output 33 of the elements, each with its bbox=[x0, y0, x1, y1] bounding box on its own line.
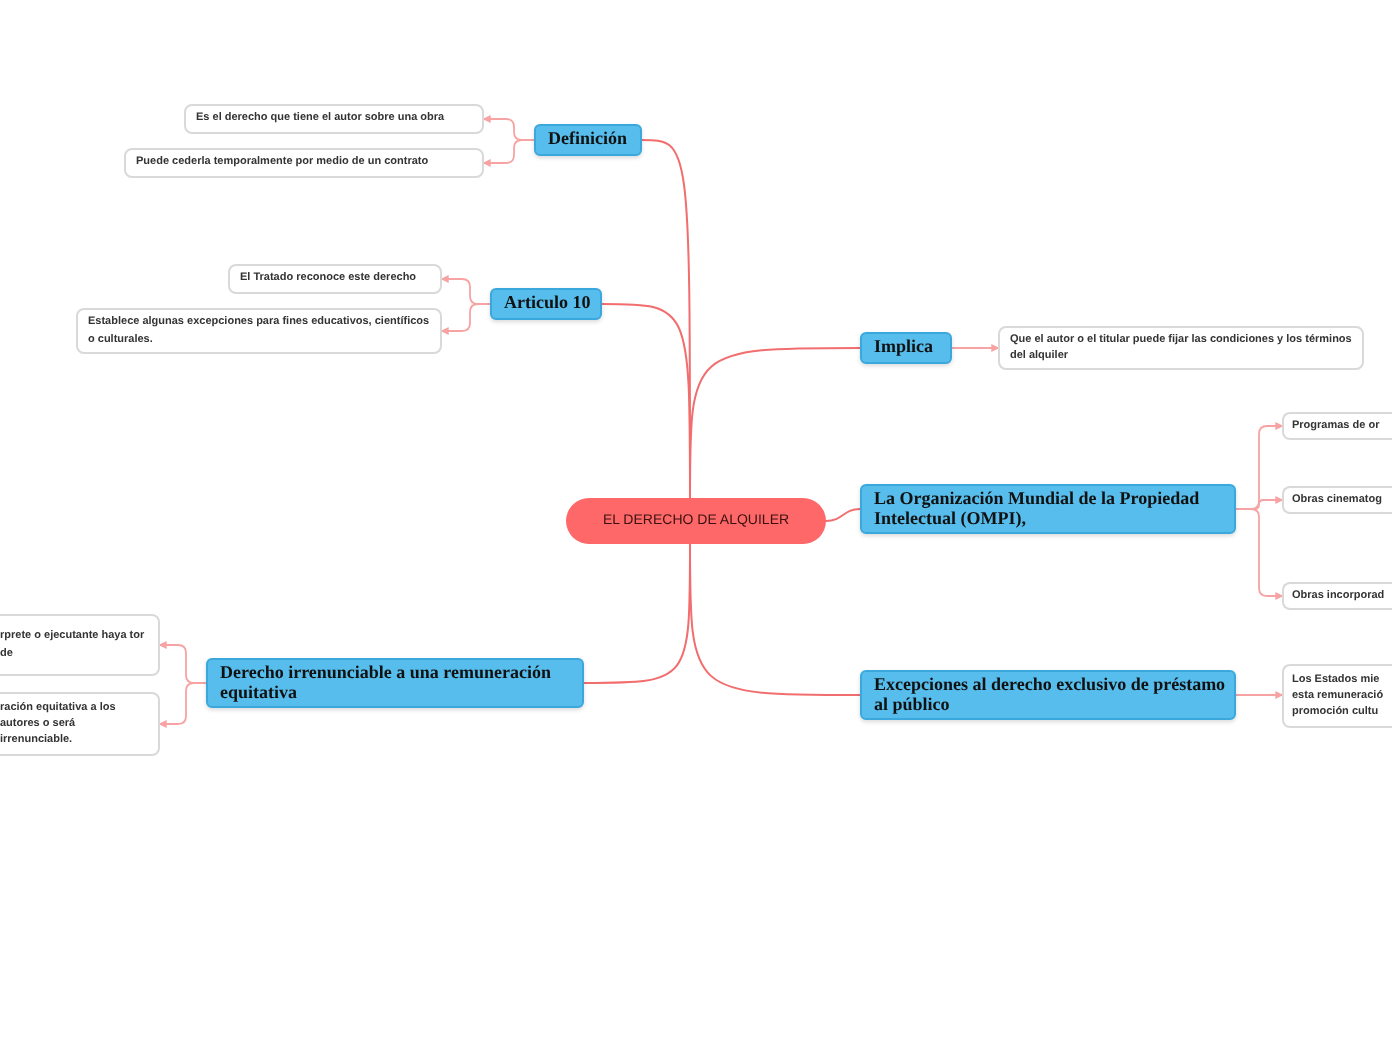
topic-box bbox=[490, 288, 602, 320]
subtopic-card bbox=[184, 104, 484, 134]
subtopic-card bbox=[1282, 582, 1392, 610]
connector bbox=[1235, 508, 1284, 600]
topic-box bbox=[860, 332, 952, 364]
topic-box bbox=[860, 670, 1236, 720]
subtopic-card bbox=[0, 614, 160, 676]
topic-text: Excepciones al derecho exclusivo de préstamo al público bbox=[874, 675, 1226, 715]
subtopic-card bbox=[124, 148, 484, 178]
connector bbox=[689, 347, 861, 499]
central-topic bbox=[566, 498, 826, 544]
connector bbox=[158, 682, 207, 728]
subtopic-card bbox=[1282, 412, 1392, 440]
subtopic-card bbox=[1282, 486, 1392, 514]
topic-box bbox=[206, 658, 584, 708]
connector bbox=[482, 139, 535, 167]
subtopic-card bbox=[0, 692, 160, 756]
topic-text: Definición bbox=[548, 130, 627, 150]
subtopic-card bbox=[228, 264, 442, 294]
topic-text: Articulo 10 bbox=[504, 294, 591, 314]
topic-text: Derecho irrenunciable a una remuneración equitativa bbox=[220, 663, 553, 703]
topic-text: Implica bbox=[874, 338, 934, 358]
subtopic-card bbox=[998, 326, 1364, 370]
subtopic-card bbox=[1282, 664, 1392, 728]
connector bbox=[440, 303, 491, 335]
connector bbox=[951, 344, 1000, 352]
topic-text: La Organización Mundial de la Propiedad Intelectual (OMPI), bbox=[874, 489, 1202, 529]
topic-box bbox=[860, 484, 1236, 534]
connector bbox=[1235, 691, 1284, 699]
topic-box bbox=[534, 124, 642, 156]
connector bbox=[689, 543, 861, 696]
connector bbox=[825, 508, 861, 522]
subtopic-card bbox=[76, 308, 442, 354]
